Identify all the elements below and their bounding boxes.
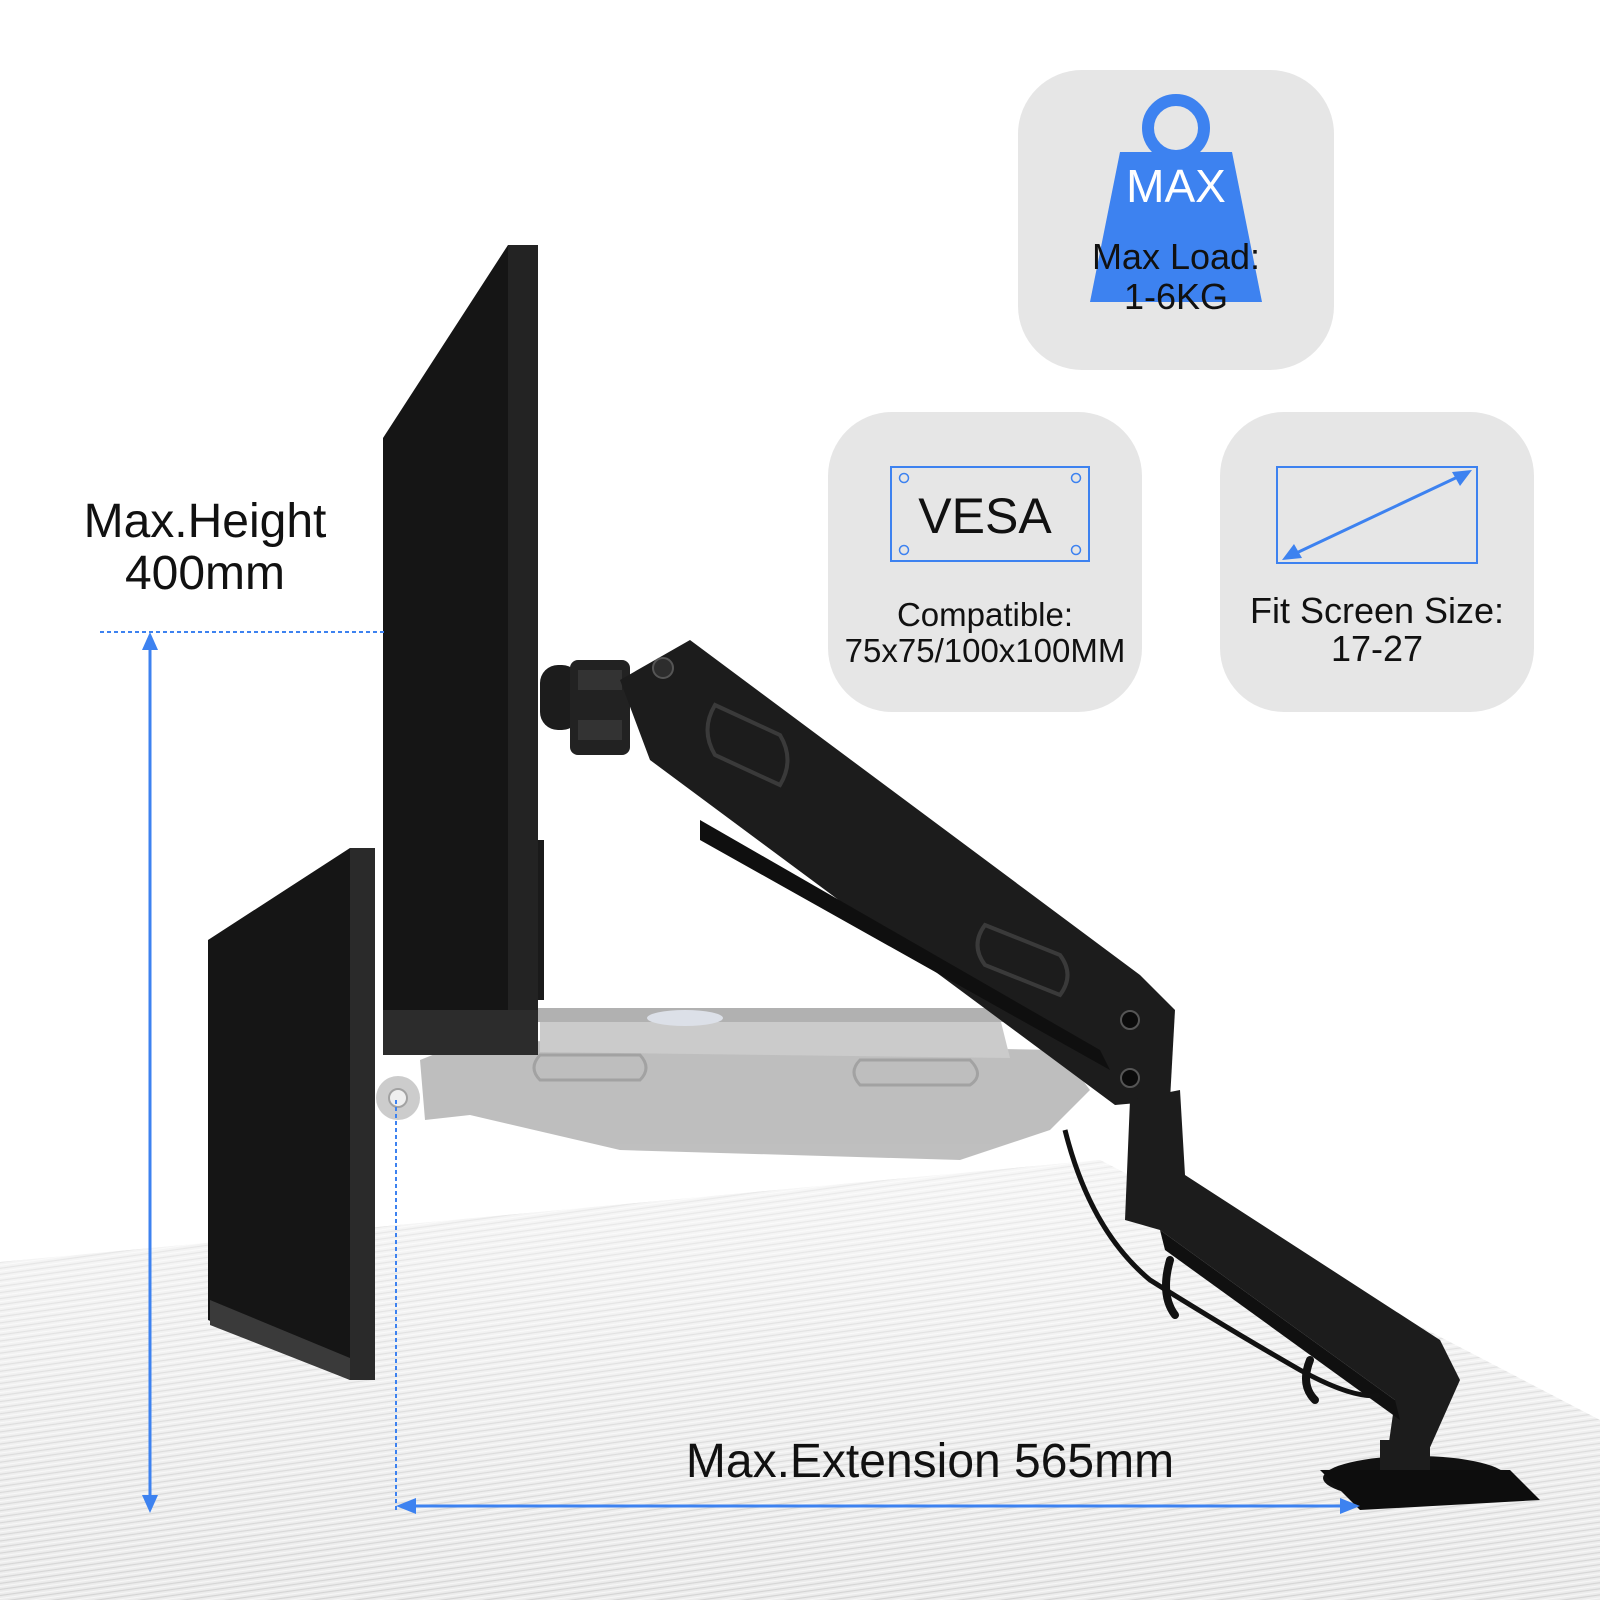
- max-load-card: MAX Max Load: 1-6KG: [1018, 70, 1334, 370]
- vesa-plate-icon: [890, 466, 1090, 562]
- max-height-label: Max.Height 400mm: [60, 496, 350, 600]
- extension-dimension: [395, 1100, 1360, 1514]
- vesa-value: 75x75/100x100MM: [844, 632, 1126, 669]
- max-badge: MAX: [1126, 160, 1226, 212]
- max-load-value: 1-6KG: [1123, 276, 1229, 317]
- screen-size-card: Fit Screen Size: 17-27: [1220, 412, 1534, 712]
- vesa-card: VESA Compatible: 75x75/100x100MM: [828, 412, 1142, 712]
- max-height-value: 400mm: [124, 546, 286, 600]
- upper-monitor: [383, 245, 544, 1055]
- vesa-title: Compatible:: [896, 596, 1074, 633]
- height-dimension: [100, 631, 385, 1513]
- black-arm: [540, 640, 1540, 1510]
- max-load-title: Max Load:: [1091, 236, 1261, 277]
- vesa-badge: VESA: [918, 488, 1052, 544]
- lower-monitor: [208, 848, 375, 1380]
- ghost-arm: [376, 1008, 1090, 1160]
- screen-size-title: Fit Screen Size:: [1249, 590, 1505, 631]
- screen-diagonal-icon: [1276, 466, 1478, 564]
- max-extension-label: Max.Extension 565mm: [685, 1435, 1175, 1488]
- weight-icon: [1090, 94, 1262, 302]
- screen-size-value: 17-27: [1330, 628, 1424, 669]
- max-height-title: Max.Height: [83, 495, 327, 548]
